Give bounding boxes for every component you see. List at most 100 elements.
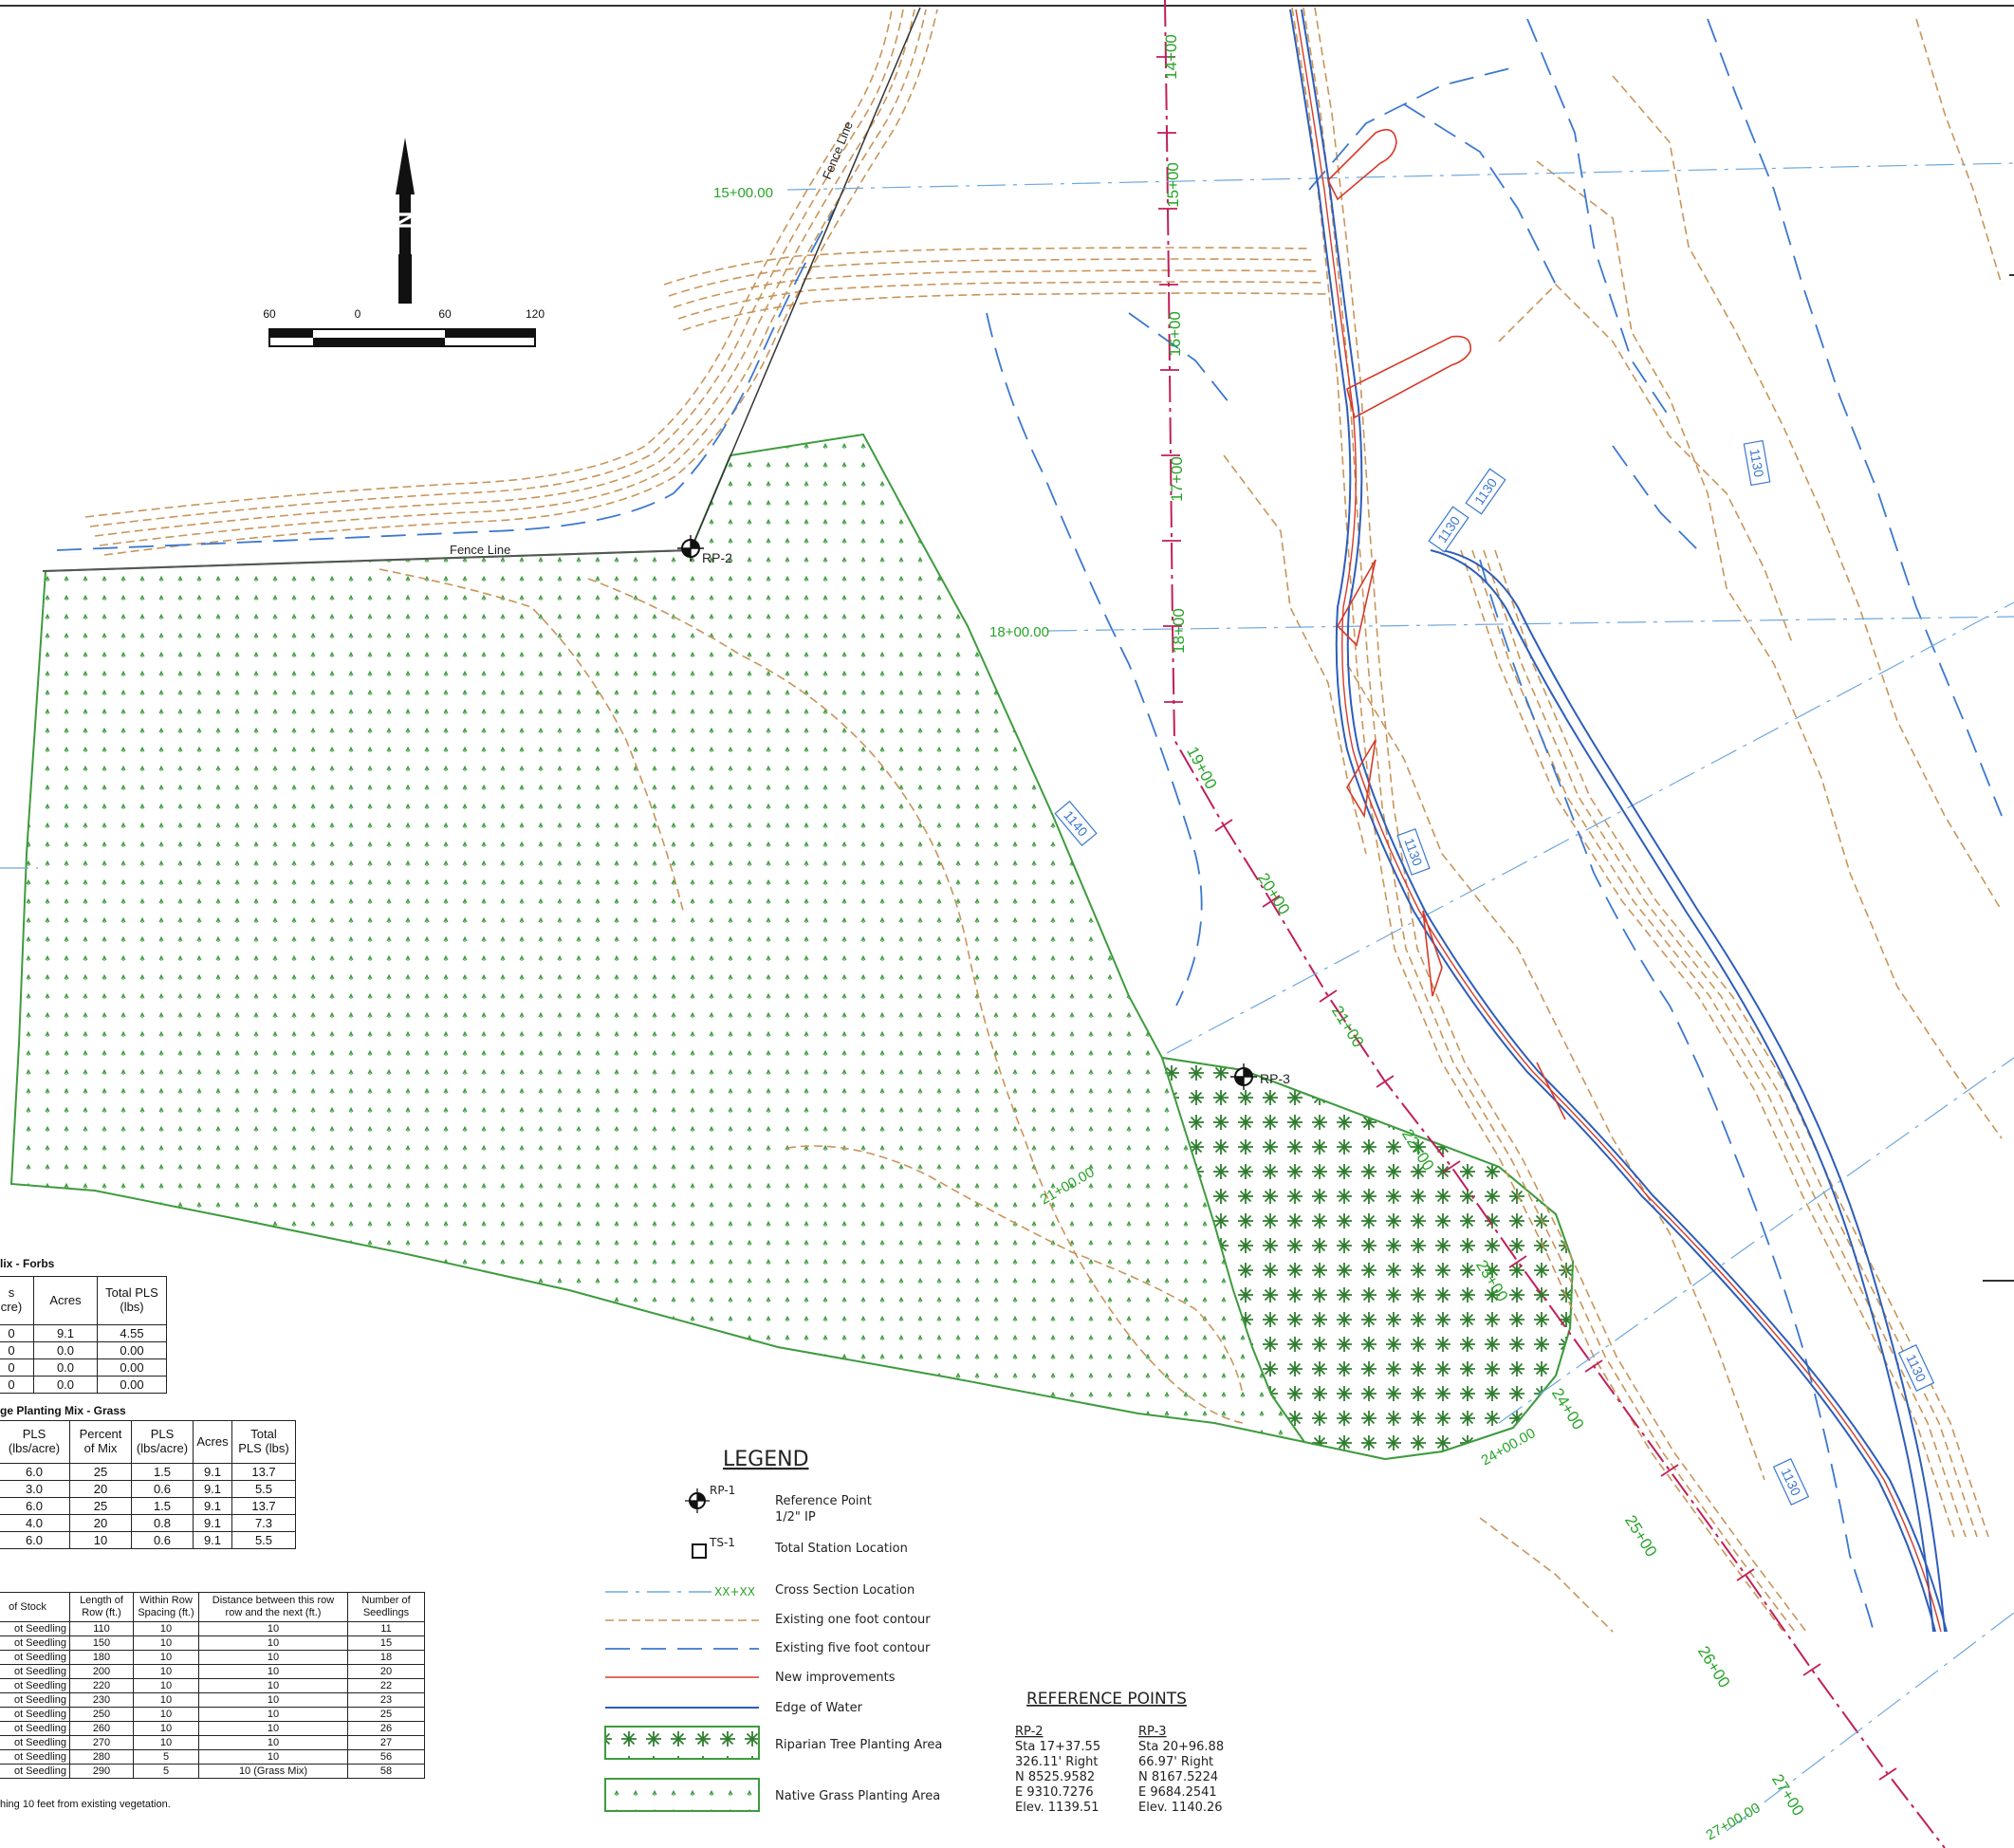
rp3-sta: Sta 20+96.88 bbox=[1138, 1740, 1224, 1754]
grass-cell: 5.5 bbox=[231, 1531, 296, 1549]
forbs-header-cell: Total PLS (lbs) bbox=[97, 1276, 167, 1325]
fence-line-label-1: Fence Line bbox=[450, 543, 510, 557]
legend-native-grass: Native Grass Planting Area bbox=[775, 1789, 940, 1803]
station-tick bbox=[1736, 1568, 1755, 1581]
stock-cell: ot Seedling bbox=[0, 1635, 70, 1651]
stock-header-cell: Number of Seedlings bbox=[347, 1592, 425, 1622]
station-tick bbox=[1802, 1663, 1821, 1676]
grass-cell: 5.5 bbox=[231, 1480, 296, 1498]
stream-channel bbox=[1289, 9, 1948, 1633]
stock-cell: 180 bbox=[69, 1650, 134, 1665]
grass-cell: 0.6 bbox=[131, 1480, 194, 1498]
stock-cell: ot Seedling bbox=[0, 1621, 70, 1636]
stock-cell: 10 (Grass Mix) bbox=[198, 1764, 348, 1779]
forbs-cell: 0.0 bbox=[33, 1358, 98, 1377]
stock-header-cell: of Stock bbox=[0, 1592, 70, 1622]
reference-point-rp2: RP-2 bbox=[677, 535, 732, 565]
stock-cell: 150 bbox=[69, 1635, 134, 1651]
stock-cell: 58 bbox=[347, 1764, 425, 1779]
rp2-sta: Sta 17+37.55 bbox=[1015, 1740, 1100, 1754]
stock-cell: 5 bbox=[133, 1749, 199, 1765]
grass-header-cell: Percent of Mix bbox=[69, 1420, 132, 1464]
stock-cell: 10 bbox=[133, 1707, 199, 1722]
stock-cell: 10 bbox=[198, 1735, 348, 1750]
stock-cell: 110 bbox=[69, 1621, 134, 1636]
forbs-cell: 9.1 bbox=[33, 1324, 98, 1342]
grass-header-cell: PLS (lbs/acre) bbox=[131, 1420, 194, 1464]
grass-cell: 13.7 bbox=[231, 1463, 296, 1481]
centerline bbox=[1156, 0, 1946, 1848]
stock-cell: 22 bbox=[347, 1678, 425, 1693]
stock-header-cell: Length of Row (ft.) bbox=[69, 1592, 134, 1622]
stock-cell: 270 bbox=[69, 1735, 134, 1750]
grass-cell: 0.6 bbox=[131, 1531, 194, 1549]
scale-bar: 60 0 60 120 bbox=[263, 307, 545, 347]
stock-cell: 290 bbox=[69, 1764, 134, 1779]
stock-cell: 10 bbox=[133, 1621, 199, 1636]
station-labels: 14+00 15+00 16+00 17+00 18+00 19+00 20+0… bbox=[1162, 34, 1807, 1819]
grass-cell: 20 bbox=[69, 1514, 132, 1532]
grass-header-cell: Acres bbox=[193, 1420, 232, 1464]
stock-cell: 26 bbox=[347, 1721, 425, 1736]
stock-cell: 10 bbox=[198, 1664, 348, 1679]
reference-points-block: REFERENCE POINTS RP-2 Sta 17+37.55 326.1… bbox=[1015, 1690, 1224, 1815]
stock-cell: 230 bbox=[69, 1692, 134, 1708]
stock-cell: 10 bbox=[133, 1650, 199, 1665]
forbs-header-cell: s cre) bbox=[0, 1276, 34, 1325]
stock-cell: 10 bbox=[198, 1692, 348, 1708]
rp2-east: E 9310.7276 bbox=[1015, 1785, 1094, 1800]
grass-cell: 9.1 bbox=[193, 1497, 232, 1515]
stock-cell: 10 bbox=[133, 1721, 199, 1736]
station-tick bbox=[1508, 1255, 1527, 1268]
legend-title: LEGEND bbox=[723, 1448, 809, 1471]
stock-cell: 200 bbox=[69, 1664, 134, 1679]
five-foot-contours bbox=[56, 18, 2003, 1633]
legend-riparian: Riparian Tree Planting Area bbox=[775, 1738, 942, 1752]
station-tick bbox=[1660, 1464, 1679, 1477]
stock-cell: 11 bbox=[347, 1621, 425, 1636]
rp2-label: RP-2 bbox=[702, 550, 732, 565]
rp2-north: N 8525.9582 bbox=[1015, 1770, 1095, 1784]
rp2-name: RP-2 bbox=[1015, 1725, 1044, 1739]
station-tick bbox=[1584, 1359, 1603, 1373]
rp3-name: RP-3 bbox=[1138, 1725, 1167, 1739]
legend-ref-point-sub: 1/2" IP bbox=[775, 1510, 816, 1525]
station-15: 15+00 bbox=[1164, 162, 1182, 208]
stock-cell: 10 bbox=[198, 1678, 348, 1693]
stock-cell: 23 bbox=[347, 1692, 425, 1708]
forbs-cell: 0 bbox=[0, 1376, 34, 1394]
legend-ts-tag: TS-1 bbox=[709, 1536, 735, 1549]
stock-cell: 10 bbox=[133, 1678, 199, 1693]
grass-cell: 13.7 bbox=[231, 1497, 296, 1515]
stock-cell: ot Seedling bbox=[0, 1678, 70, 1693]
station-14: 14+00 bbox=[1162, 34, 1180, 80]
grass-cell: 3.0 bbox=[0, 1480, 70, 1498]
xs-label-27: 27+00.00 bbox=[1704, 1800, 1764, 1843]
grass-cell: 6.0 bbox=[0, 1531, 70, 1549]
station-25: 25+00 bbox=[1621, 1512, 1660, 1561]
station-19: 19+00 bbox=[1183, 744, 1220, 792]
forbs-cell: 0 bbox=[0, 1324, 34, 1342]
forbs-cell: 0.00 bbox=[97, 1358, 167, 1377]
station-tick bbox=[1214, 819, 1233, 832]
stock-cell: 10 bbox=[133, 1692, 199, 1708]
grass-cell: 9.1 bbox=[193, 1531, 232, 1549]
north-arrow: N bbox=[390, 138, 418, 304]
rp3-offset: 66.97' Right bbox=[1138, 1755, 1213, 1769]
